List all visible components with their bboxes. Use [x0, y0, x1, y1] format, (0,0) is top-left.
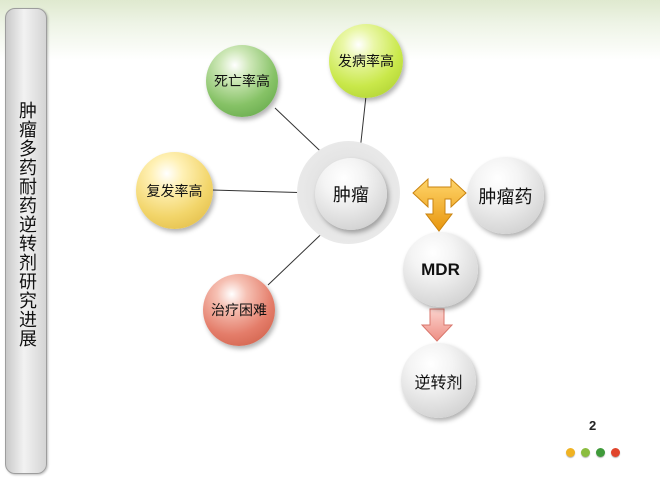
- dot-lime: [581, 448, 590, 457]
- node-mortality: 死亡率高: [206, 45, 278, 117]
- dot-red: [611, 448, 620, 457]
- node-tumor-drug-label: 肿瘤药: [478, 186, 533, 208]
- node-mortality-label: 死亡率高: [214, 74, 270, 90]
- node-reversal-agent: 逆转剂: [401, 343, 476, 418]
- decorative-dots: [566, 448, 620, 457]
- node-tumor-drug: 肿瘤药: [467, 157, 544, 234]
- node-reversal-agent-label: 逆转剂: [414, 372, 463, 392]
- node-tumor-label: 肿瘤: [333, 185, 369, 206]
- down-arrow-pink: [420, 308, 454, 342]
- dot-green: [596, 448, 605, 457]
- node-treatment-label: 治疗困难: [211, 303, 267, 319]
- node-tumor: 肿瘤: [315, 158, 387, 230]
- node-incidence-label: 发病率高: [338, 54, 394, 70]
- node-recurrence: 复发率高: [136, 152, 213, 229]
- node-treatment: 治疗困难: [203, 274, 275, 346]
- sidebar-panel: 肿瘤多药耐药逆转剂研究进展: [5, 8, 47, 474]
- node-mdr-label: MDR: [421, 259, 460, 279]
- node-recurrence-label: 复发率高: [146, 183, 203, 200]
- slide-title: 肿瘤多药耐药逆转剂研究进展: [16, 101, 37, 348]
- node-mdr: MDR: [403, 232, 478, 307]
- dot-orange: [566, 448, 575, 457]
- page-number: 2: [589, 418, 597, 433]
- double-arrow-gold: [412, 177, 467, 232]
- node-incidence: 发病率高: [329, 24, 403, 98]
